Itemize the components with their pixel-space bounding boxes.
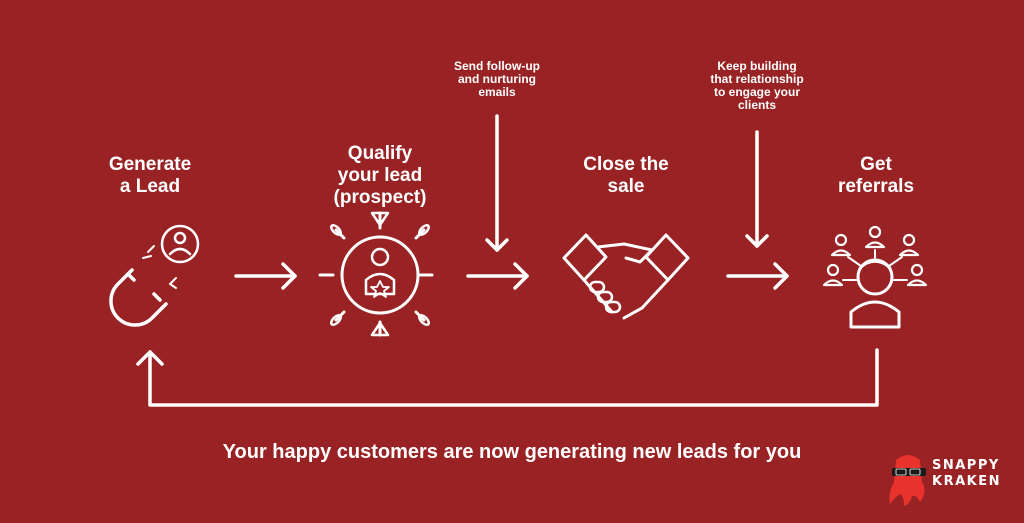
brand-name: SNAPPY KRAKEN	[932, 458, 1001, 489]
note-follow-up-emails: Send follow-up and nurturing emails	[454, 59, 540, 99]
stage-title-generate-lead: Generate a Lead	[108, 154, 192, 197]
stage-title-qualify-lead: Qualify your lead (prospect)	[333, 143, 427, 208]
return-loop-arrow	[136, 348, 879, 407]
flow-arrow-2	[466, 262, 529, 290]
note-keep-building-relationship: Keep building that relationship to engag…	[710, 59, 804, 112]
flow-arrow-1	[234, 262, 297, 290]
footer-caption: Your happy customers are now generating …	[222, 441, 802, 463]
target-prospect-icon	[318, 211, 434, 337]
note-arrow-2	[745, 130, 769, 248]
brand-logo: SNAPPY KRAKEN	[886, 452, 1016, 508]
handshake-icon	[562, 233, 690, 320]
note-arrow-1	[485, 114, 509, 252]
magnet-icon	[109, 224, 200, 327]
stage-title-close-sale: Close the sale	[583, 154, 669, 197]
flow-arrow-3	[726, 262, 789, 290]
stage-title-get-referrals: Get referrals	[837, 154, 915, 197]
referral-network-icon	[822, 225, 928, 329]
kraken-logo-icon	[889, 455, 926, 506]
